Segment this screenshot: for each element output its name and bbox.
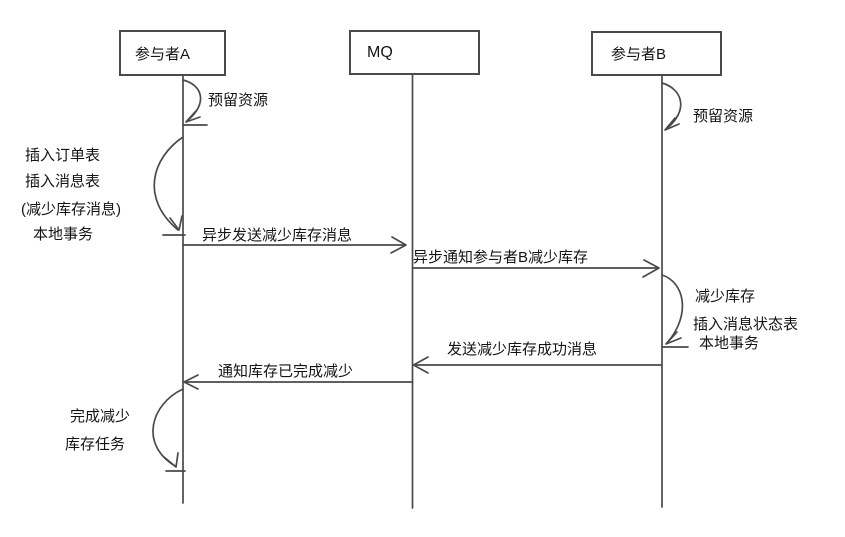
self-loop-a-finish-task <box>152 388 186 472</box>
note-b-local-transaction: 本地事务 <box>699 335 760 352</box>
message-label-b-to-mq: 发送减少库存成功消息 <box>447 341 598 358</box>
note-a-finish-decrease: 完成减少 <box>70 408 131 425</box>
self-loop-b-local-transaction <box>661 274 689 348</box>
participant-label-b: 参与者B <box>611 46 667 63</box>
arrowhead-icon <box>642 259 660 278</box>
participant-label-mq: MQ <box>367 43 393 61</box>
arrowhead-icon <box>412 356 429 374</box>
participant-box-b: 参与者B <box>591 31 722 76</box>
note-b-reserve-resources: 预留资源 <box>693 108 754 125</box>
message-label-mq-to-a: 通知库存已完成减少 <box>218 363 354 380</box>
arrowhead-icon <box>390 236 407 254</box>
note-a-insert-message-table: 插入消息表 <box>25 173 101 190</box>
diagram-strokes <box>152 74 689 509</box>
message-arrow-a-to-mq <box>182 236 407 254</box>
self-loop-b-reserve <box>661 82 682 131</box>
message-arrow-b-to-mq <box>412 356 663 374</box>
arrowhead-icon <box>169 215 183 231</box>
arrowhead-icon <box>163 452 179 468</box>
note-a-reserve-resources: 预留资源 <box>208 92 269 109</box>
arrowhead-icon <box>183 374 199 390</box>
arrowhead-icon <box>665 331 682 345</box>
note-a-decrease-stock-message: (减少库存消息) <box>21 201 121 218</box>
participant-box-mq: MQ <box>349 30 480 75</box>
note-a-insert-order-table: 插入订单表 <box>25 147 101 164</box>
self-loop-a-reserve <box>182 79 208 126</box>
message-arrow-mq-to-a <box>183 374 414 390</box>
participant-box-a: 参与者A <box>119 30 226 76</box>
arrowhead-icon <box>185 110 201 123</box>
message-label-mq-to-b: 异步通知参与者B减少库存 <box>413 249 589 266</box>
note-b-decrease-stock: 减少库存 <box>695 288 756 305</box>
arrowhead-icon <box>664 117 680 131</box>
note-a-local-transaction: 本地事务 <box>33 226 94 243</box>
message-label-a-to-mq: 异步发送减少库存消息 <box>202 227 353 244</box>
message-arrow-mq-to-b <box>411 259 660 278</box>
participant-label-a: 参与者A <box>135 45 191 63</box>
self-loop-a-local-transaction <box>153 136 186 236</box>
note-a-stock-task: 库存任务 <box>65 436 126 453</box>
note-b-insert-message-status-table: 插入消息状态表 <box>693 316 799 333</box>
